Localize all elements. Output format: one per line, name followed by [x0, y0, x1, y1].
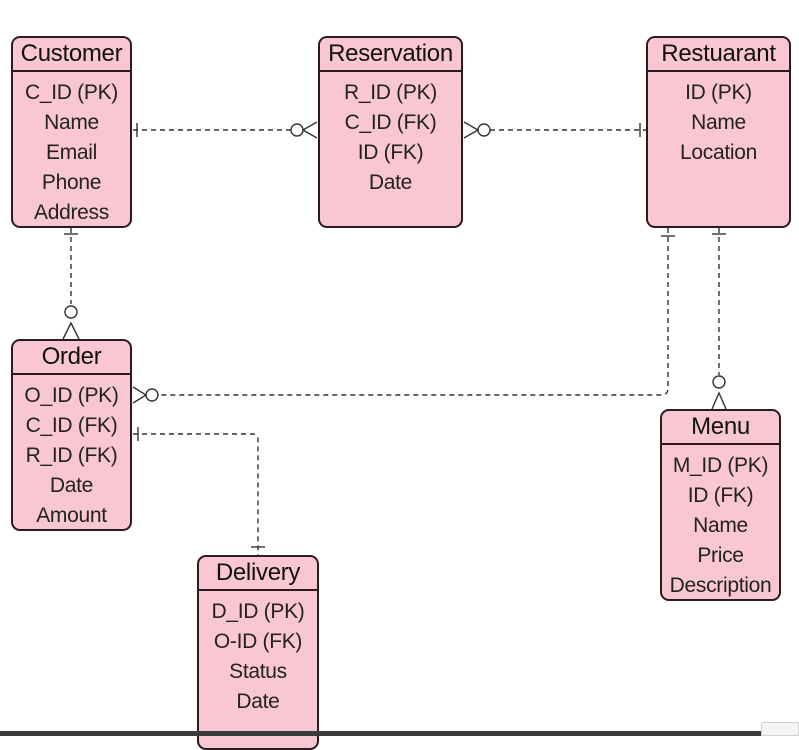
entity-title: Order [13, 341, 130, 375]
attribute: R_ID (FK) [25, 444, 118, 467]
many-marker [62, 321, 80, 340]
entity-title: Menu [662, 411, 779, 445]
attribute: Name [691, 111, 746, 134]
attribute: D_ID (PK) [211, 600, 305, 623]
attribute-list: O_ID (PK) C_ID (FK) R_ID (FK) Date Amoun… [13, 375, 130, 529]
attribute: Amount [36, 504, 107, 527]
attribute: Price [697, 544, 744, 567]
attribute: Date [368, 171, 413, 194]
attribute: Email [45, 141, 97, 164]
attribute: Name [44, 111, 99, 134]
relationship-line [133, 433, 259, 555]
attribute: C_ID (FK) [344, 111, 437, 134]
attribute: Phone [41, 171, 102, 194]
attribute-list: C_ID (PK) Name Email Phone Address [13, 72, 130, 226]
attribute-list: ID (PK) Name Location [648, 72, 789, 168]
entity-order[interactable]: Order O_ID (PK) C_ID (FK) R_ID (FK) Date… [11, 339, 132, 531]
zero-marker [290, 123, 304, 137]
entity-title: Reservation [320, 38, 461, 72]
entity-customer[interactable]: Customer C_ID (PK) Name Email Phone Addr… [11, 36, 132, 228]
attribute-list: M_ID (PK) ID (FK) Name Price Description [662, 445, 779, 599]
attribute: Date [49, 474, 94, 497]
many-marker [711, 391, 727, 410]
zero-marker [145, 388, 159, 402]
attribute: Address [34, 201, 109, 224]
attribute-list: D_ID (PK) O-ID (FK) Status Date [199, 591, 317, 717]
entity-title: Delivery [199, 557, 317, 591]
attribute: Name [693, 514, 748, 537]
attribute: R_ID (PK) [344, 81, 437, 104]
attribute: ID (PK) [685, 81, 752, 104]
attribute: Date [236, 690, 280, 713]
entity-delivery[interactable]: Delivery D_ID (PK) O-ID (FK) Status Date [197, 555, 319, 750]
attribute: ID (FK) [687, 484, 754, 507]
attribute: Location [680, 141, 757, 164]
many-marker [132, 386, 148, 404]
entity-title: Customer [13, 38, 130, 72]
zero-marker [712, 375, 726, 389]
many-marker [302, 121, 318, 139]
attribute: O_ID (PK) [24, 384, 119, 407]
attribute: ID (FK) [357, 141, 424, 164]
entity-reservation[interactable]: Reservation R_ID (PK) C_ID (FK) ID (FK) … [318, 36, 463, 228]
corner-widget [761, 722, 799, 736]
entity-menu[interactable]: Menu M_ID (PK) ID (FK) Name Price Descri… [660, 409, 781, 601]
many-marker [463, 121, 480, 139]
attribute: C_ID (FK) [25, 414, 118, 437]
attribute-list: R_ID (PK) C_ID (FK) ID (FK) Date [320, 72, 461, 198]
entity-title: Restuarant [648, 38, 789, 72]
zero-marker [477, 123, 491, 137]
entity-restaurant[interactable]: Restuarant ID (PK) Name Location [646, 36, 791, 228]
attribute: M_ID (PK) [672, 454, 769, 477]
relationship-line [159, 228, 669, 396]
attribute: O-ID (FK) [213, 630, 303, 653]
window-bottom-edge [0, 731, 799, 736]
attribute: Description [669, 574, 772, 597]
attribute: C_ID (PK) [25, 81, 118, 104]
attribute: Status [229, 660, 287, 683]
zero-marker [64, 305, 78, 319]
